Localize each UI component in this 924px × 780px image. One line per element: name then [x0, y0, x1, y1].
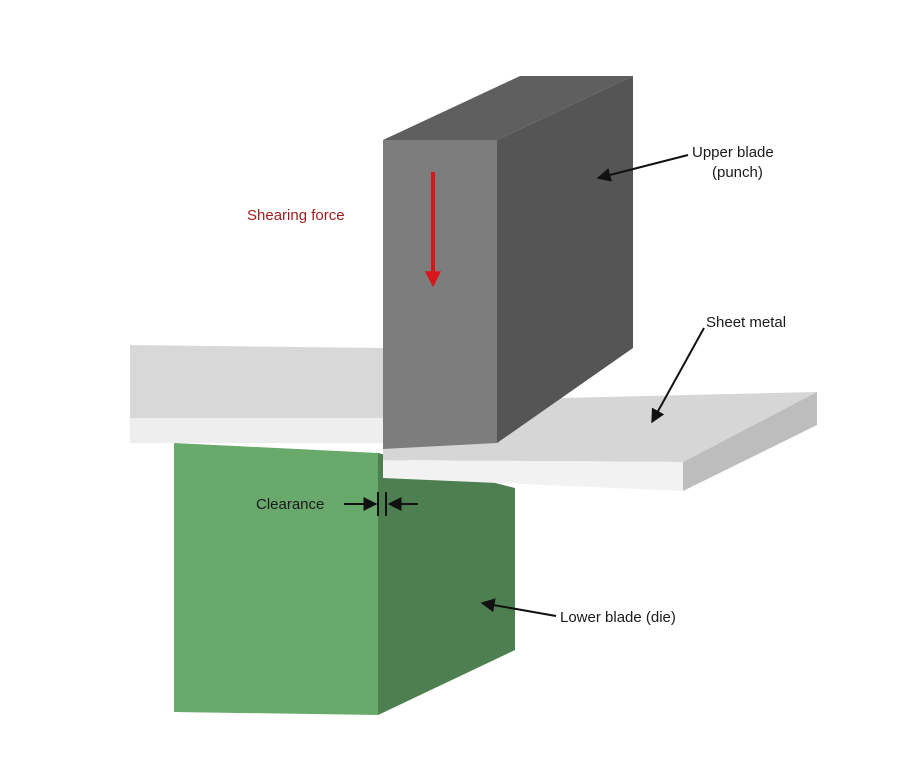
sheet-metal-left: [130, 345, 383, 443]
clearance-indicator: [344, 492, 418, 516]
punch-top-face: [383, 76, 633, 140]
sheet-metal-leader-arrow: [651, 327, 705, 424]
upper-blade-leader-arrow: [596, 154, 689, 182]
clearance-label: Clearance: [256, 496, 324, 513]
die-front-face: [174, 443, 378, 715]
die-side-face: [378, 453, 515, 715]
sheet-left-top-face: [130, 345, 383, 418]
sheet-right-side-face: [683, 392, 817, 491]
sheet-right-front-face: [383, 460, 683, 491]
shearing-force-label: Shearing force: [247, 207, 345, 224]
upper-blade-label-line2: (punch): [712, 164, 763, 181]
sheet-right-top-face: [383, 392, 817, 462]
upper-blade-label-line1: Upper blade: [692, 144, 774, 161]
lower-blade-label: Lower blade (die): [560, 609, 676, 626]
lower-blade-leader-arrow: [480, 598, 557, 617]
sheet-left-front-face: [130, 418, 383, 443]
upper-blade-punch: [383, 76, 633, 449]
sheet-metal-label: Sheet metal: [706, 314, 786, 331]
punch-front-face: [383, 140, 497, 449]
punch-side-face: [497, 76, 633, 443]
sheet-metal-right: [383, 392, 817, 491]
lower-blade-die: [174, 443, 515, 715]
